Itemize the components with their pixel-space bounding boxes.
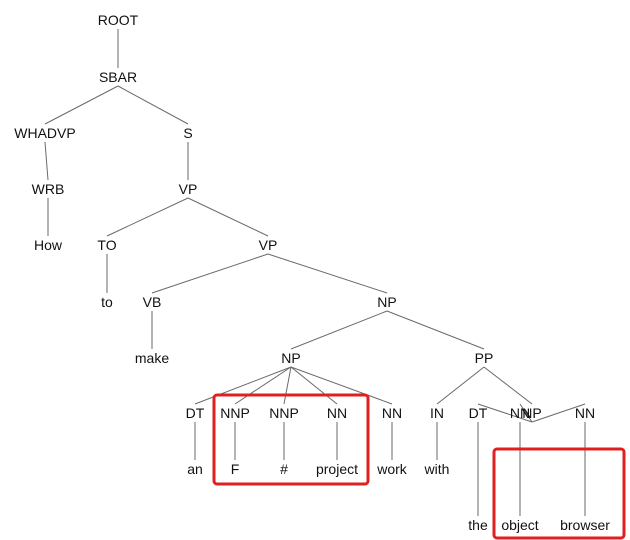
node-root: ROOT bbox=[98, 12, 139, 28]
node-whadvp: WHADVP bbox=[14, 125, 75, 141]
node-in: IN bbox=[430, 405, 444, 421]
edge-vp2-vb bbox=[151, 253, 269, 294]
node-nn4: NN bbox=[575, 405, 595, 421]
edge-vp1-to_tag bbox=[106, 197, 189, 237]
node-the: the bbox=[468, 517, 488, 533]
edge-whadvp-wrb bbox=[44, 141, 49, 181]
edge-np2-nn2 bbox=[290, 366, 393, 405]
highlight-box-object-browser bbox=[492, 447, 626, 540]
node-project: project bbox=[316, 461, 358, 477]
node-nn1: NN bbox=[327, 405, 347, 421]
edge-vp1-vp2 bbox=[187, 197, 269, 237]
edge-np2-dt1 bbox=[194, 366, 292, 405]
edge-pp-in bbox=[436, 366, 485, 405]
node-an: an bbox=[187, 461, 203, 477]
edge-np3-nn3 bbox=[519, 403, 533, 423]
node-to_tag: TO bbox=[97, 237, 116, 253]
highlight-box-fsharp-project bbox=[212, 393, 370, 486]
edge-np2-nnp2 bbox=[283, 366, 292, 405]
node-s: S bbox=[183, 125, 192, 141]
node-browser: browser bbox=[560, 517, 610, 533]
edge-np2-nnp1 bbox=[234, 366, 292, 405]
node-nnp1: NNP bbox=[220, 405, 250, 421]
node-dt1: DT bbox=[186, 405, 205, 421]
node-hash: # bbox=[280, 461, 288, 477]
node-sbar: SBAR bbox=[99, 69, 137, 85]
node-vp1: VP bbox=[179, 181, 198, 197]
edge-pp-np3 bbox=[483, 366, 533, 405]
node-dt2: DT bbox=[469, 405, 488, 421]
node-object: object bbox=[501, 517, 538, 533]
node-vb: VB bbox=[143, 294, 162, 310]
edge-np3-dt2 bbox=[477, 403, 533, 423]
node-with: with bbox=[424, 461, 450, 477]
node-vp2: VP bbox=[259, 237, 278, 253]
edge-np2-nn1 bbox=[290, 366, 338, 405]
node-how: How bbox=[34, 237, 63, 253]
edge-sbar-whadvp bbox=[44, 85, 119, 125]
edge-np3-nn4 bbox=[531, 403, 586, 423]
node-to_word: to bbox=[101, 294, 113, 310]
edge-sbar-s bbox=[117, 85, 189, 125]
node-nnp2: NNP bbox=[269, 405, 299, 421]
node-pp: PP bbox=[475, 350, 494, 366]
node-np2: NP bbox=[281, 350, 300, 366]
node-np3: NP bbox=[522, 405, 541, 421]
node-wrb: WRB bbox=[32, 181, 65, 197]
node-work: work bbox=[376, 461, 408, 477]
highlight-boxes bbox=[212, 393, 626, 540]
edge-np1-pp bbox=[386, 310, 485, 350]
node-nn2: NN bbox=[382, 405, 402, 421]
tree-edges bbox=[44, 29, 586, 516]
node-f: F bbox=[231, 461, 240, 477]
edge-np1-np2 bbox=[290, 310, 388, 350]
node-np1: NP bbox=[377, 294, 396, 310]
node-nn3: NN bbox=[510, 405, 530, 421]
node-make: make bbox=[135, 350, 169, 366]
edge-vp2-np1 bbox=[267, 253, 388, 294]
